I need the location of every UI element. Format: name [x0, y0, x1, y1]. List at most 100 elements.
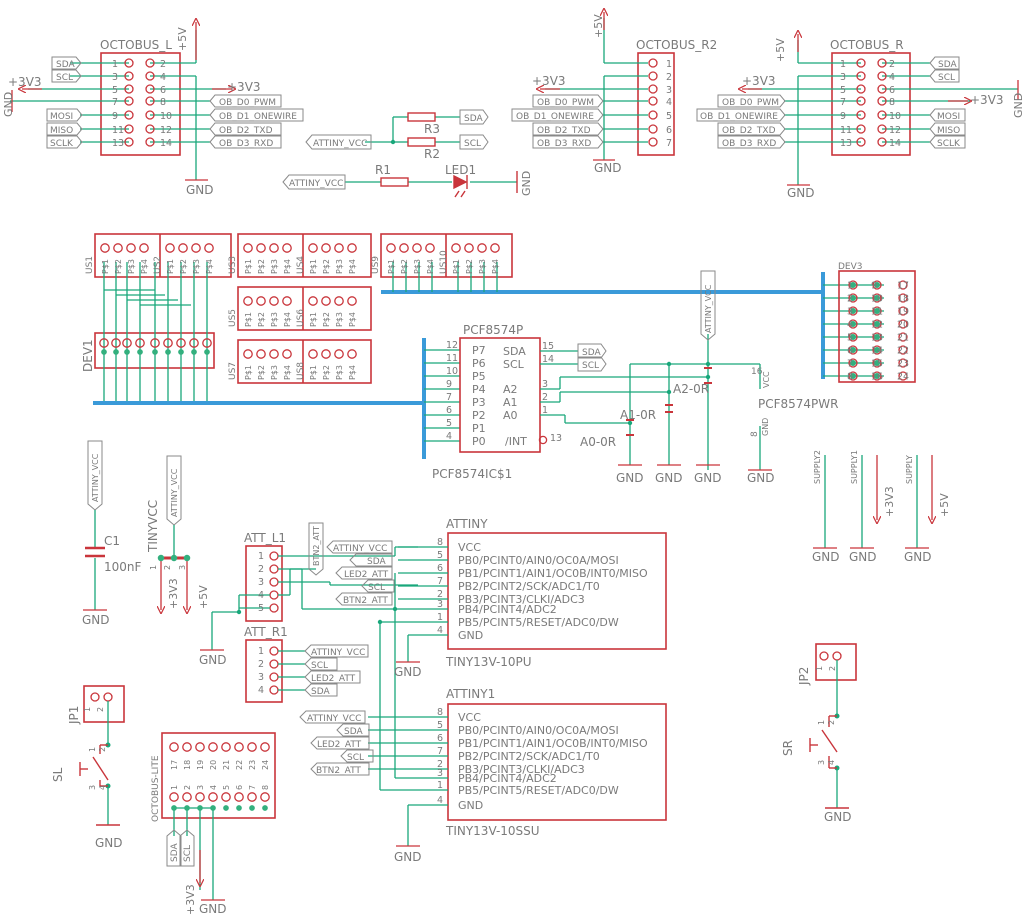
us6-label: US6	[296, 309, 306, 327]
net-label-r2-d2: OB_D2_TXD	[537, 126, 591, 136]
dev3-pin-pad	[872, 345, 882, 355]
jp2-pin-number: 2	[828, 666, 837, 671]
pin-number: 4	[666, 97, 672, 108]
attiny1-pin-number: 1	[437, 780, 443, 791]
att-l1-name: ATT_L1	[244, 531, 286, 545]
octolite-pin-pad	[260, 742, 270, 752]
pin-number: 10	[889, 111, 901, 122]
net-label-sda: SDA	[56, 60, 75, 70]
octolite-sda: SDA	[170, 843, 180, 862]
dev3-pin-pad	[848, 358, 858, 368]
attiny-pin-name: GND	[458, 629, 483, 642]
attiny1-pin-number: 2	[437, 759, 443, 770]
dev3-pin-pad	[872, 293, 882, 303]
octolite-pin-pad	[234, 792, 244, 802]
dev3-junction	[849, 346, 857, 354]
att-l1-pin-number: 3	[258, 577, 264, 588]
us-pin-pad	[191, 243, 201, 253]
attiny1-pin-name: PB5/PCINT5/RESET/ADC0/DW	[458, 784, 619, 797]
dev1-label: DEV1	[81, 339, 95, 372]
attiny-net-sda: SDA	[367, 557, 386, 567]
dev1-junction	[178, 349, 184, 355]
pcf-gnd-a0: GND	[616, 471, 644, 485]
sl-pin-number: 1	[88, 747, 97, 752]
jp2-label: JP2	[797, 667, 811, 686]
dev3-junction	[873, 307, 881, 315]
pin-number: 11	[840, 125, 852, 136]
pin-number: 12	[160, 125, 172, 136]
attiny1-ic	[299, 703, 667, 847]
dev1-pin-pad	[189, 338, 199, 348]
dev3-junction	[873, 333, 881, 341]
pin-number: 3	[666, 85, 672, 96]
attiny1-gnd: GND	[394, 850, 422, 864]
supply-3v3: +3V3	[883, 486, 896, 517]
dev3-pin-number: 22	[897, 346, 909, 357]
us-pin-label: P$1	[309, 365, 318, 380]
octolite-junction	[210, 805, 216, 811]
octolite-pin-pad	[182, 742, 192, 752]
dev3-pin-pad	[898, 371, 908, 381]
dev3-pin-pad	[872, 332, 882, 342]
attiny1-name: ATTINY1	[446, 687, 495, 701]
us-pin-label: P$4	[205, 259, 214, 274]
us-pin-label: P$1	[101, 259, 110, 274]
pin-number: 1	[666, 59, 672, 70]
c1-value: 100nF	[104, 560, 142, 574]
us7-label: US7	[228, 362, 238, 380]
us4-label: US4	[296, 256, 306, 274]
att-l1-pin-number: 5	[258, 603, 264, 614]
dev3-pin-number: 4	[847, 320, 853, 331]
supply2-label: SUPPLY2	[813, 450, 822, 484]
octolite-pin-number: 4	[209, 785, 218, 790]
us-pin-label: P$3	[478, 259, 487, 274]
net-label-r2-d1: OB_D1_ONEWIRE	[516, 112, 594, 122]
attiny1-pin-number: 8	[437, 707, 443, 718]
octolite-3v3: +3V3	[184, 884, 197, 915]
attiny1-pin-name: GND	[458, 799, 483, 812]
supply-label: SUPPLY	[905, 455, 914, 484]
us-pin-label: P$4	[348, 259, 357, 274]
us-pin-label: P$4	[426, 259, 435, 274]
pin-number: 5	[666, 111, 672, 122]
pin-number: 5	[840, 85, 846, 96]
sr-pin-number: 2	[827, 720, 836, 725]
dev3-pin-number: 17	[897, 281, 909, 292]
pcf-pin-number: 11	[446, 353, 458, 364]
pcf-pwr: PCF8574PWR	[758, 397, 839, 411]
tinyvcc-pad	[183, 554, 191, 562]
octolite-pin-number: 6	[235, 785, 244, 790]
jp1-sl	[79, 685, 125, 826]
attiny1-pin-number: 5	[437, 720, 443, 731]
jp1-label: JP1	[67, 706, 81, 725]
tinyvcc-5v: +5V	[197, 585, 210, 609]
us-pin-pad	[490, 243, 500, 253]
octolite-pin-pad	[169, 792, 179, 802]
octolite-junction	[171, 805, 177, 811]
att-r1-net1: ATTINY_VCC	[311, 648, 365, 658]
pin-number: 8	[160, 97, 166, 108]
us-pin-pad	[243, 243, 253, 253]
octolite-pin-number: 24	[261, 760, 270, 770]
pcf-net-attiny-vcc: ATTINY_VCC	[704, 284, 713, 333]
pin-number: 7	[112, 97, 118, 108]
pin-number: 3	[840, 72, 846, 83]
dev3-pin-pad	[898, 345, 908, 355]
us-pin-pad	[399, 243, 409, 253]
pullup-resistors	[282, 109, 518, 198]
supply-gnd-2: GND	[849, 550, 877, 564]
pcf-pin-number: 4	[446, 431, 452, 442]
net-label-led-vcc: ATTINY_VCC	[289, 179, 343, 189]
dev1-pin-pad	[135, 338, 145, 348]
net-label-scl: SCL	[56, 73, 73, 83]
attiny-pin-number: 5	[437, 550, 443, 561]
us-pin-pad	[256, 296, 266, 306]
dev3-pin-number: 8	[847, 372, 853, 383]
octolite-pin-pad	[221, 742, 231, 752]
tinyvcc-pin1: 1	[149, 565, 158, 570]
us-pin-label: P$4	[283, 259, 292, 274]
octobus-l-gnd: GND	[186, 183, 214, 197]
net-label-pu-scl: SCL	[464, 139, 481, 149]
pin-number: 2	[666, 72, 672, 83]
